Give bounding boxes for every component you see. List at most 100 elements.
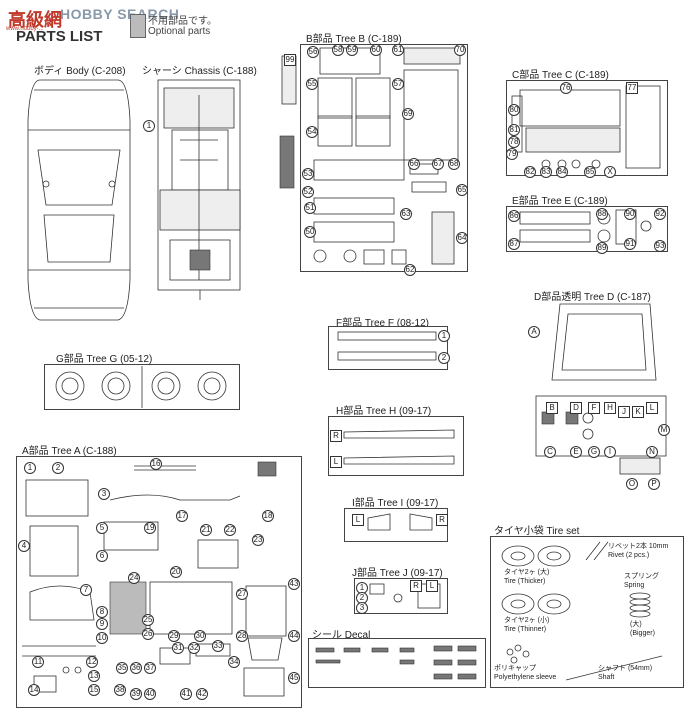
watermark-logo-text: 高級網 <box>8 10 62 31</box>
part-number: 8 <box>96 606 108 618</box>
part-number: 86 <box>508 210 520 222</box>
part-number: 69 <box>402 108 414 120</box>
part-number: F <box>588 402 600 414</box>
part-number: 66 <box>408 158 420 170</box>
spring-label: スプリング Spring <box>624 572 659 590</box>
poly-en: Polyethylene sleeve <box>494 674 557 681</box>
part-number: 1 <box>438 330 450 342</box>
chassis-part-number: 1 <box>143 120 155 132</box>
part-number: 1 <box>24 462 36 474</box>
part-number: 99 <box>284 54 296 66</box>
part-number: 90 <box>624 208 636 220</box>
part-number: 9 <box>96 618 108 630</box>
tire-thinner-label: タイヤ2ヶ (小) Tire (Thinner) <box>504 616 549 634</box>
tire-set-label: タイヤ小袋 Tire set <box>494 526 580 537</box>
spring-size-en: (Bigger) <box>630 630 655 637</box>
part-number: 19 <box>144 522 156 534</box>
part-number: 28 <box>236 630 248 642</box>
part-number: 33 <box>212 640 224 652</box>
part-number: 55 <box>306 78 318 90</box>
body-label: ボディ Body (C-208) <box>34 66 126 77</box>
part-number: 83 <box>540 166 552 178</box>
part-number: 87 <box>508 238 520 250</box>
part-number: 45 <box>288 672 300 684</box>
part-number: 5 <box>96 522 108 534</box>
part-number: D <box>570 402 582 414</box>
part-number: O <box>626 478 638 490</box>
part-number: 31 <box>172 642 184 654</box>
part-number: 80 <box>508 104 520 116</box>
part-number: 29 <box>168 630 180 642</box>
part-number: 34 <box>228 656 240 668</box>
part-number: 3 <box>98 488 110 500</box>
part-number: 51 <box>304 202 316 214</box>
part-number: 15 <box>88 684 100 696</box>
part-number: 4 <box>18 540 30 552</box>
part-number: 88 <box>596 208 608 220</box>
tree-j-label: J部品 Tree J (09-17) <box>352 568 443 579</box>
shaft-en: Shaft <box>598 674 615 681</box>
part-number: 11 <box>32 656 44 668</box>
part-number: H <box>604 402 616 414</box>
part-number: 43 <box>288 578 300 590</box>
part-number: R <box>330 430 342 442</box>
tree-a-frame <box>16 456 302 708</box>
tree-a-label: A部品 Tree A (C-188) <box>22 446 117 457</box>
part-number: 68 <box>448 158 460 170</box>
part-number: L <box>352 514 364 526</box>
part-number: L <box>426 580 438 592</box>
part-number: 12 <box>86 656 98 668</box>
part-number: N <box>646 446 658 458</box>
tree-d-label: D部品透明 Tree D (C-187) <box>534 292 651 303</box>
part-number: 17 <box>176 510 188 522</box>
part-number: X <box>604 166 616 178</box>
part-number: L <box>646 402 658 414</box>
part-number: L <box>330 456 342 468</box>
part-number: 13 <box>88 670 100 682</box>
rivet-ja: リベット2本 10mm <box>608 543 669 550</box>
part-number: 60 <box>370 44 382 56</box>
part-number: 16 <box>150 458 162 470</box>
tire-thicker-en: Tire (Thicker) <box>504 578 546 585</box>
tree-h-frame <box>328 416 464 476</box>
optional-legend-en: Optional parts <box>148 26 211 37</box>
tree-c-frame <box>506 80 668 176</box>
part-number: 77 <box>626 82 638 94</box>
page-title: PARTS LIST <box>16 28 103 45</box>
part-number: 24 <box>128 572 140 584</box>
part-number: 50 <box>304 226 316 238</box>
part-number: 56 <box>307 46 319 58</box>
shaft-ja: シャフト (54mm) <box>598 665 653 672</box>
tree-h-label: H部品 Tree H (09-17) <box>336 406 432 417</box>
tree-e-frame <box>506 206 668 252</box>
part-number: 89 <box>596 242 608 254</box>
poly-label: ポリキャップ Polyethylene sleeve <box>494 664 556 682</box>
part-number: 30 <box>194 630 206 642</box>
part-number: 7 <box>80 584 92 596</box>
shaft-label: シャフト (54mm) Shaft <box>598 664 652 682</box>
part-number: 35 <box>116 662 128 674</box>
part-number: 65 <box>456 184 468 196</box>
chassis-label: シャーシ Chassis (C-188) <box>142 66 257 77</box>
part-number: 82 <box>524 166 536 178</box>
part-number: 10 <box>96 632 108 644</box>
part-number: 92 <box>654 208 666 220</box>
part-number: B <box>546 402 558 414</box>
decal-sheet <box>308 638 486 688</box>
part-number: 67 <box>432 158 444 170</box>
part-number: 14 <box>28 684 40 696</box>
tree-f-label: F部品 Tree F (08-12) <box>336 318 429 329</box>
part-number: 76 <box>560 82 572 94</box>
tire-thicker-label: タイヤ2ヶ (大) Tire (Thicker) <box>504 568 549 586</box>
optional-legend-swatch <box>130 14 146 38</box>
part-number: 40 <box>144 688 156 700</box>
part-number: 63 <box>400 208 412 220</box>
watermark-logo: 高級網 www.hobby-... <box>4 4 68 32</box>
part-number: C <box>544 446 556 458</box>
part-number: 6 <box>96 550 108 562</box>
part-number: 62 <box>404 264 416 276</box>
part-number: 3 <box>356 602 368 614</box>
part-number: 79 <box>506 148 518 160</box>
rivet-label: リベット2本 10mm Rivet (2 pcs.) <box>608 542 668 560</box>
part-number: 93 <box>654 240 666 252</box>
